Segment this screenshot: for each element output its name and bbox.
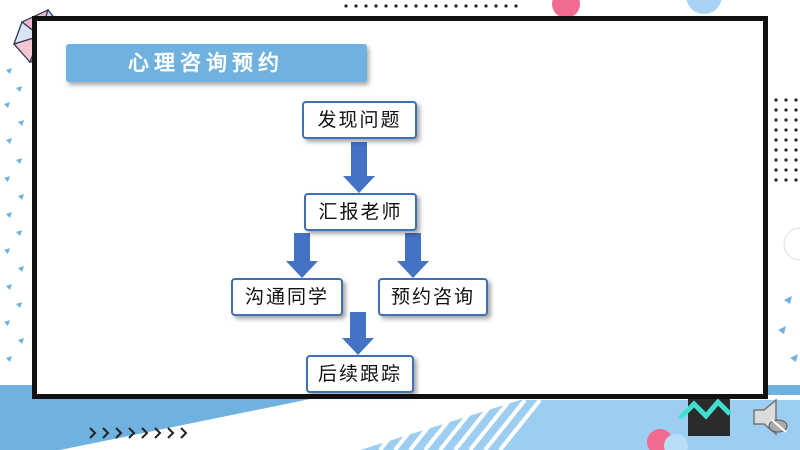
speaker-icon[interactable] (748, 396, 792, 438)
bottom-chevrons (89, 427, 188, 439)
right-white-circle (783, 227, 800, 261)
node-report-teacher: 汇报老师 (304, 193, 417, 231)
slide-title: 心理咨询预约 (66, 44, 367, 82)
node-communicate-classmates: 沟通同学 (231, 278, 343, 316)
diagonal-stripes (378, 398, 542, 450)
left-triangles (4, 68, 24, 362)
top-dots (344, 4, 518, 8)
bottom-light-circle (664, 434, 688, 450)
node-book-consultation: 预约咨询 (378, 278, 488, 316)
node-follow-up: 后续跟踪 (306, 355, 414, 393)
top-pink-circle (552, 0, 580, 18)
node-discover-problem: 发现问题 (302, 101, 417, 139)
zigzag-icon (678, 398, 732, 420)
right-triangles (778, 296, 798, 362)
right-dots (774, 98, 798, 182)
top-blue-circle (686, 0, 722, 14)
